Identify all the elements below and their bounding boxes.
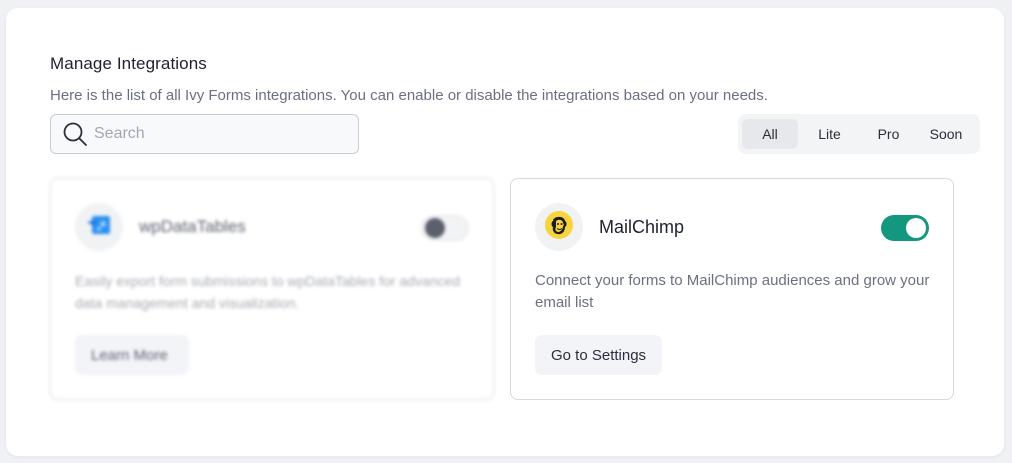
- page-title: Manage Integrations: [50, 54, 207, 73]
- search-icon: [61, 120, 89, 148]
- page-subtitle: Here is the list of all Ivy Forms integr…: [50, 87, 768, 104]
- mailchimp-logo-icon: [544, 210, 574, 245]
- integration-description: Connect your forms to MailChimp audience…: [535, 272, 930, 311]
- toggle-knob: [425, 218, 445, 238]
- integration-card-mailchimp: MailChimp Connect your forms to MailChim…: [510, 178, 954, 400]
- integrations-panel: Manage Integrations Here is the list of …: [6, 8, 1004, 456]
- integration-card-wpdatatables: wpDataTables Easily export form submissi…: [50, 178, 494, 400]
- filter-tab-pro[interactable]: Pro: [877, 126, 900, 142]
- search-input[interactable]: [94, 125, 344, 143]
- integration-name: wpDataTables: [139, 217, 246, 236]
- wpdatatables-logo-icon: [86, 214, 112, 241]
- filter-tab-lite[interactable]: Lite: [818, 126, 841, 142]
- integration-logo: [75, 203, 123, 251]
- toggle-knob: [906, 218, 926, 238]
- integration-name: MailChimp: [599, 217, 685, 237]
- filter-tab-soon[interactable]: Soon: [929, 126, 963, 142]
- filter-tab-all[interactable]: All: [742, 119, 798, 149]
- integration-toggle-wpdatatables[interactable]: [421, 215, 469, 241]
- integration-toggle-mailchimp[interactable]: [881, 215, 929, 241]
- learn-more-button[interactable]: Learn More: [75, 335, 189, 375]
- search-box[interactable]: [50, 114, 359, 154]
- go-to-settings-button[interactable]: Go to Settings: [535, 335, 663, 375]
- integration-description: Easily export form submissions to wpData…: [75, 273, 461, 311]
- filter-tabs: All Lite Pro Soon: [738, 114, 980, 154]
- integration-logo: [535, 203, 583, 251]
